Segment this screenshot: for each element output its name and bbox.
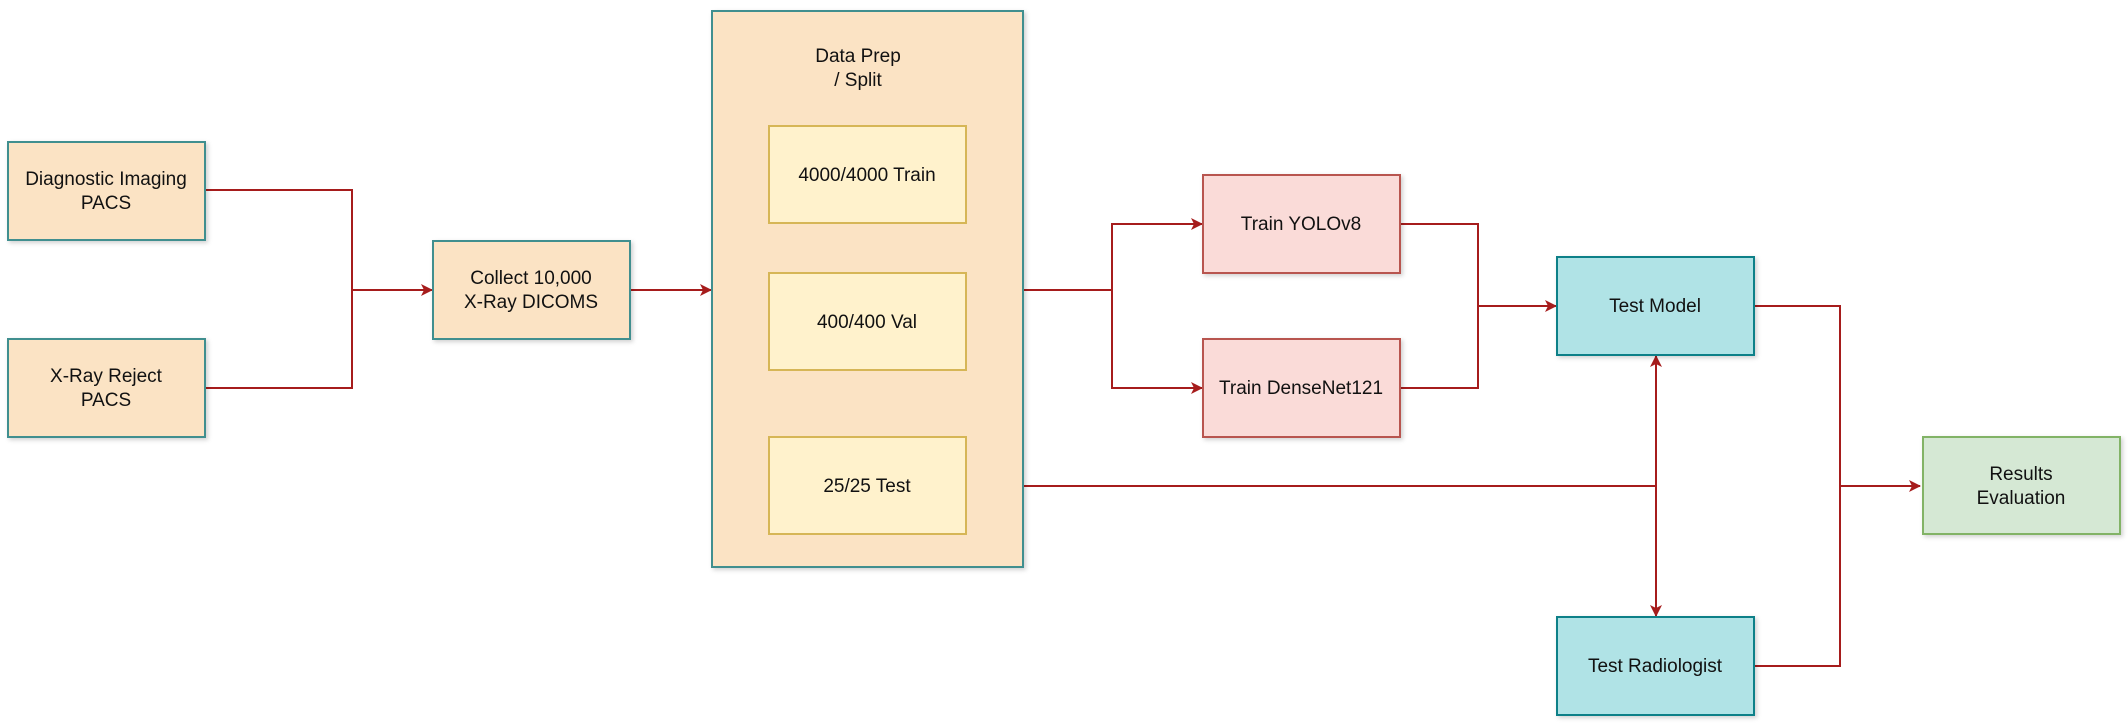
test-radiologist-label: Test Radiologist bbox=[1588, 656, 1723, 677]
edge-densenet-to-testmodel bbox=[1400, 306, 1479, 389]
node-test-radiologist[interactable]: Test Radiologist bbox=[1556, 616, 1755, 716]
test-split-label: 25/25 Test bbox=[823, 476, 911, 497]
edge-dataprep-to-densenet bbox=[1111, 290, 1203, 394]
node-diagnostic-imaging-pacs[interactable]: Diagnostic Imaging PACS bbox=[7, 141, 206, 241]
edge-yolo-to-testmodel bbox=[1400, 223, 1557, 312]
val-split-label: 400/400 Val bbox=[817, 312, 917, 333]
train-split-label: 4000/4000 Train bbox=[798, 165, 935, 186]
edge-testmodel-to-results bbox=[1755, 305, 1921, 492]
diagnostic-imaging-line2: PACS bbox=[81, 193, 131, 214]
edge-radiologist-to-results bbox=[1755, 486, 1841, 667]
edge-dataprep-to-yolo bbox=[1023, 218, 1203, 291]
collect-line2: X-Ray DICOMS bbox=[464, 292, 598, 313]
node-val-split[interactable]: 400/400 Val bbox=[768, 272, 967, 371]
node-test-split[interactable]: 25/25 Test bbox=[768, 436, 967, 535]
edges bbox=[205, 189, 1921, 667]
train-densenet-label: Train DenseNet121 bbox=[1219, 378, 1383, 399]
node-train-split[interactable]: 4000/4000 Train bbox=[768, 125, 967, 224]
diagnostic-imaging-line1: Diagnostic Imaging bbox=[25, 169, 187, 190]
results-line2: Evaluation bbox=[1977, 488, 2066, 509]
data-prep-title-line2: / Split bbox=[834, 70, 882, 91]
edge-reject-to-collect bbox=[205, 290, 353, 389]
node-train-densenet121[interactable]: Train DenseNet121 bbox=[1202, 338, 1401, 438]
test-model-label: Test Model bbox=[1609, 296, 1701, 317]
node-test-model[interactable]: Test Model bbox=[1556, 256, 1755, 356]
xray-reject-line1: X-Ray Reject bbox=[50, 366, 163, 387]
node-collect-dicoms[interactable]: Collect 10,000 X-Ray DICOMS bbox=[432, 240, 631, 340]
train-yolo-label: Train YOLOv8 bbox=[1241, 214, 1361, 235]
xray-reject-line2: PACS bbox=[81, 390, 131, 411]
edge-diagnostic-to-collect bbox=[205, 189, 433, 296]
results-line1: Results bbox=[1989, 464, 2052, 485]
container-data-prep-split[interactable]: Data Prep / Split 4000/4000 Train 400/40… bbox=[711, 10, 1024, 568]
node-results-evaluation[interactable]: Results Evaluation bbox=[1922, 436, 2121, 535]
node-train-yolov8[interactable]: Train YOLOv8 bbox=[1202, 174, 1401, 274]
data-prep-title-line1: Data Prep bbox=[815, 46, 901, 67]
collect-line1: Collect 10,000 bbox=[470, 268, 591, 289]
node-xray-reject-pacs[interactable]: X-Ray Reject PACS bbox=[7, 338, 206, 438]
